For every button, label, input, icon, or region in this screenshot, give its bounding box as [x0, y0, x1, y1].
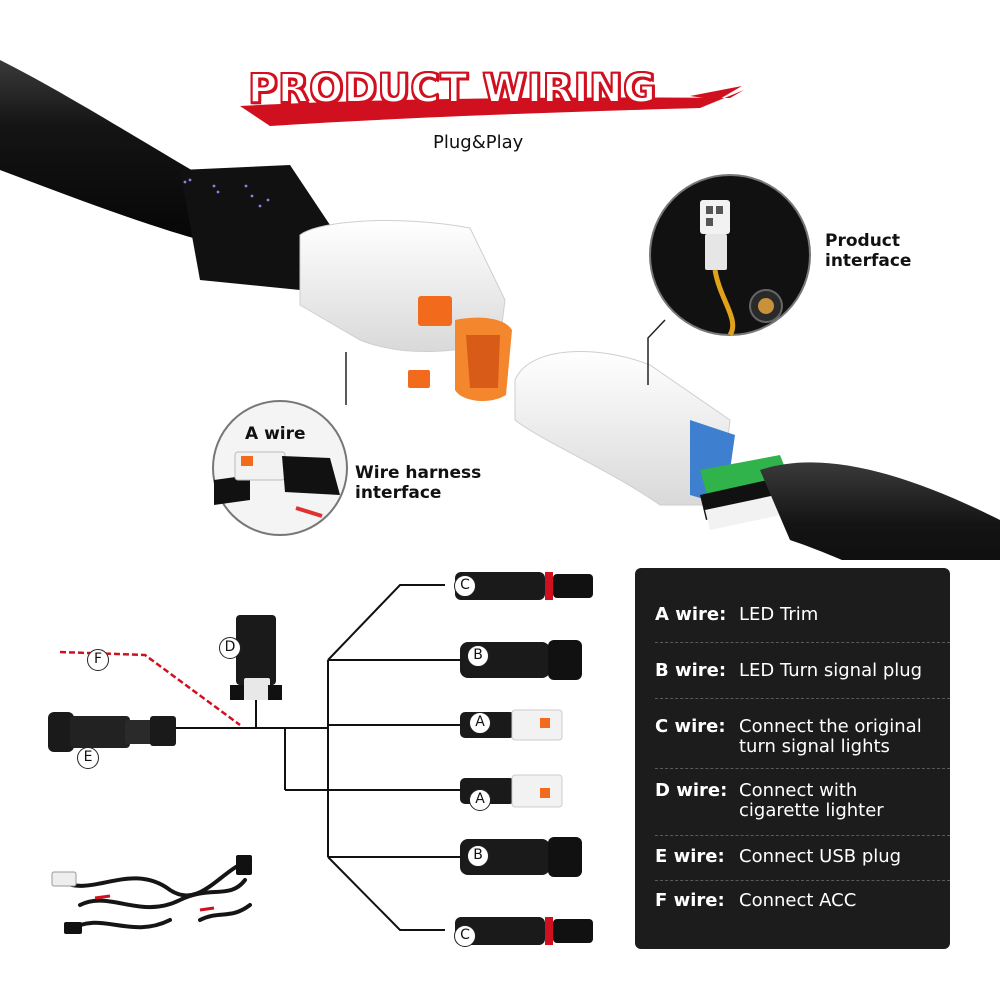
legend-value-line: Connect the original: [739, 716, 922, 737]
product-interface-label-line1: Product: [825, 231, 900, 251]
legend-divider: [655, 642, 950, 643]
legend-divider: [655, 880, 950, 881]
product-interface-label: Product interface: [825, 231, 911, 271]
product-interface-label-line2: interface: [825, 251, 912, 271]
d-connector: [230, 615, 282, 700]
legend-divider: [655, 768, 950, 769]
marker-a-top: A: [469, 712, 491, 734]
a-wire-zoom: [212, 400, 348, 536]
legend-value-line: turn signal lights: [739, 736, 890, 757]
legend-key: D wire:: [655, 780, 728, 801]
marker-e: E: [77, 747, 99, 769]
left-boot: [180, 165, 330, 290]
legend-key: E wire:: [655, 846, 725, 867]
legend-divider: [655, 835, 950, 836]
legend-value-line: Connect with: [739, 780, 858, 801]
marker-c-top: C: [454, 575, 476, 597]
legend-key: A wire:: [655, 604, 727, 625]
wire-harness-label-line1: Wire harness: [355, 463, 482, 483]
e-connector: [48, 712, 176, 752]
c-top-connector: [455, 572, 593, 600]
full-harness-thumbnail: [58, 858, 252, 932]
wire-legend-panel: A wire: LED Trim B wire: LED Turn signal…: [635, 568, 950, 949]
legend-value: Connect the original turn signal lights: [739, 717, 951, 757]
marker-c-bottom: C: [454, 925, 476, 947]
left-cable: [0, 60, 240, 250]
legend-divider: [655, 698, 950, 699]
legend-key: F wire:: [655, 890, 725, 911]
legend-value: LED Trim: [739, 604, 819, 625]
legend-value: Connect ACC: [739, 890, 857, 911]
wire-harness-label-line2: interface: [355, 483, 442, 503]
female-connector-window: [418, 296, 452, 326]
female-connector-latch: [408, 370, 430, 388]
c-bottom-connector: [455, 917, 593, 945]
marker-d: D: [219, 637, 241, 659]
legend-value-line: cigarette lighter: [739, 800, 884, 821]
legend-value: Connect USB plug: [739, 846, 902, 867]
a-wire-zoom-label: A wire: [245, 424, 306, 444]
male-connector-body: [514, 351, 731, 506]
legend-value: LED Turn signal plug: [739, 660, 923, 681]
page-subtitle: Plug&Play: [433, 132, 524, 153]
wiring-diagram: [48, 572, 593, 945]
marker-b-bottom: B: [467, 845, 489, 867]
white-wire: [705, 492, 795, 530]
main-connector-illustration: [0, 60, 1000, 560]
title-brush-stroke: [240, 86, 744, 126]
legend-value: Connect with cigarette lighter: [739, 781, 951, 821]
marker-b-top: B: [467, 645, 489, 667]
title-banner: PRODUCT WIRING: [230, 60, 750, 130]
page-title: PRODUCT WIRING: [247, 65, 657, 113]
female-connector-body: [299, 220, 506, 352]
wire-harness-label: Wire harness interface: [355, 463, 481, 503]
product-interface-zoom: [649, 174, 811, 337]
legend-key: C wire:: [655, 716, 726, 737]
marker-a-bottom: A: [469, 789, 491, 811]
right-cable: [760, 462, 1000, 560]
legend-key: B wire:: [655, 660, 727, 681]
marker-f: F: [87, 649, 109, 671]
full-harness-details: [51, 855, 252, 934]
